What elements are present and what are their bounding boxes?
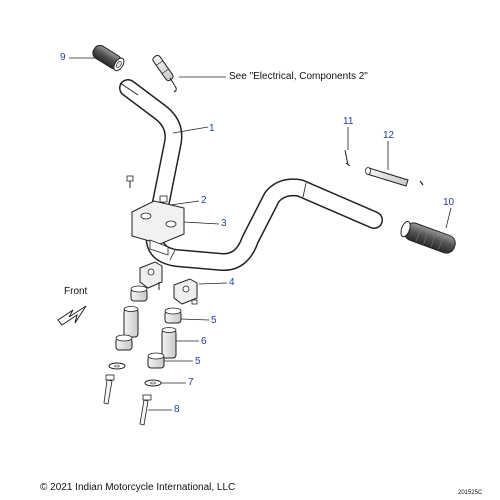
callout-12[interactable]: 12: [383, 130, 395, 141]
right-grip: [400, 220, 456, 254]
front-label: Front: [64, 286, 88, 297]
leader-lines: [69, 57, 452, 411]
callout-9[interactable]: 9: [60, 52, 66, 63]
riser-clamp-3: [131, 200, 185, 256]
callout-7[interactable]: 7: [188, 377, 194, 388]
bolts-8: [103, 374, 152, 426]
callout-4[interactable]: 4: [229, 277, 235, 288]
callout-8[interactable]: 8: [174, 404, 180, 415]
figure-id: 201525C: [458, 490, 483, 496]
bushings: [115, 285, 182, 369]
callout-2[interactable]: 2: [201, 195, 207, 206]
handlebar: [119, 79, 383, 271]
callout-1[interactable]: 1: [209, 123, 215, 134]
callout-5-lower[interactable]: 5: [195, 356, 201, 367]
callout-6[interactable]: 6: [201, 336, 207, 347]
left-grip: [92, 44, 125, 72]
reference-note: See "Electrical, Components 2": [229, 71, 368, 82]
shaft-12: [365, 167, 424, 187]
front-arrow-icon: [57, 305, 91, 326]
pin-11: [344, 149, 351, 167]
callout-10[interactable]: 10: [443, 197, 455, 208]
switch-cartridge: [152, 54, 177, 93]
callout-11[interactable]: 11: [343, 116, 354, 127]
callout-5-upper[interactable]: 5: [211, 315, 217, 326]
riser-lower-4: [139, 261, 198, 305]
copyright-notice: © 2021 Indian Motorcycle International, …: [40, 482, 236, 493]
callout-3[interactable]: 3: [221, 218, 227, 229]
